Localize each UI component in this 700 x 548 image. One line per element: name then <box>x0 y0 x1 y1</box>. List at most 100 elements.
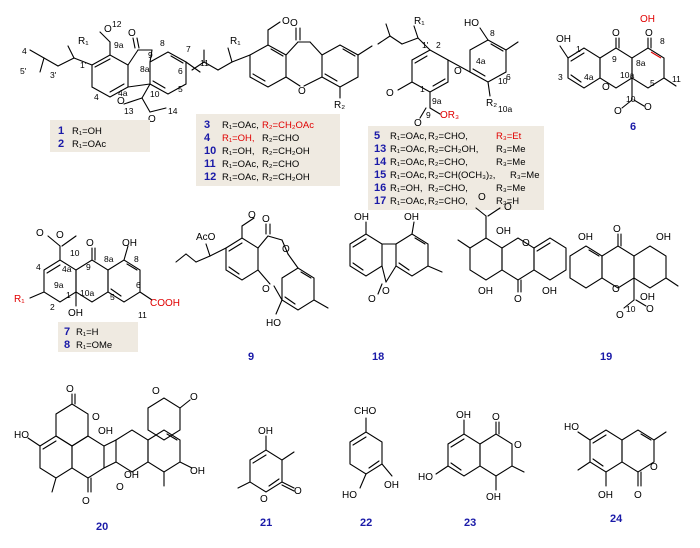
atom-o: O <box>645 28 653 39</box>
atom-o: O <box>148 114 156 125</box>
substituent-text: R₂=CH₂OAc <box>262 120 314 131</box>
atom-oh: OH <box>354 212 369 223</box>
substituent-text: R₁=H <box>76 327 99 338</box>
substituent-text: R₁=OAc, <box>390 170 427 181</box>
atom-o: O <box>368 294 376 305</box>
atom-o: O <box>56 230 64 241</box>
compound-id-2: 2 <box>58 138 64 150</box>
compound-id-24: 24 <box>610 513 623 525</box>
substituent-box <box>58 322 138 352</box>
atom-o: O <box>613 224 621 235</box>
compound-id-18: 18 <box>372 351 384 363</box>
compound-id-15: 15 <box>374 169 386 181</box>
atom-number: 10a <box>620 70 634 80</box>
structure-3-4-10-11-12: O O O R₁ R₂ 3 R₁=OAc, R₂=CH₂OAc 4 R₁=OH,… <box>191 16 373 186</box>
atom-number: 6 <box>506 72 511 82</box>
atom-o: O <box>522 238 530 249</box>
atom-number: 11 <box>672 74 681 84</box>
structure-7-8: O O O OH R₁ OH COOH 10 4a 4 9 8a 8 9a 10… <box>14 228 180 352</box>
atom-number: 1 <box>576 44 581 54</box>
atom-number: 4a <box>62 264 72 274</box>
substituent-text: R₁=OMe <box>76 340 112 351</box>
atom-oh: OH <box>556 34 571 45</box>
atom-number: 9a <box>114 40 124 50</box>
atom-o: O <box>152 386 160 397</box>
atom-r1: R₁ <box>230 36 241 47</box>
atom-number: 1 <box>420 84 425 94</box>
atom-number: 1 <box>66 290 71 300</box>
atom-oh: OH <box>190 466 205 477</box>
structure-22: CHO HO OH 22 <box>342 406 399 529</box>
substituent-text: R₁=OH, <box>222 146 255 157</box>
atom-oh: OH <box>542 286 557 297</box>
atom-number: 10 <box>70 248 80 258</box>
substituent-box <box>368 126 544 210</box>
atom-o: O <box>66 384 74 395</box>
compound-id-5: 5 <box>374 130 380 142</box>
atom-o: O <box>116 482 124 493</box>
compound-id-7: 7 <box>64 326 70 338</box>
substituent-text: R₂=CH₂OH <box>262 146 310 157</box>
structure-18: OH OH O O 18 <box>349 212 443 363</box>
atom-r1: R₁ <box>414 16 425 27</box>
atom-oh: OH <box>478 286 493 297</box>
substituent-text: R₂=CH₂OH, <box>428 144 478 155</box>
substituent-text: R₁=OAc, <box>222 172 259 183</box>
atom-number: 3' <box>50 70 57 80</box>
compound-id-3: 3 <box>204 119 210 131</box>
atom-oh: OH <box>68 308 83 319</box>
atom-r2: R₂ <box>486 98 497 109</box>
atom-o: O <box>190 392 198 403</box>
substituent-text: R₁=OAc, <box>390 144 427 155</box>
atom-oh: OH <box>404 212 419 223</box>
compound-id-21: 21 <box>260 517 272 529</box>
atom-number: 12 <box>112 19 122 29</box>
compound-id-10: 10 <box>204 145 216 157</box>
atom-number: 9a <box>54 280 64 290</box>
atom-number: 10a <box>498 104 512 114</box>
atom-number: 4a <box>476 56 486 66</box>
atom-aco: AcO <box>196 232 216 243</box>
atom-ho: HO <box>342 490 357 501</box>
atom-number: 11 <box>138 310 147 320</box>
atom-o: O <box>478 192 486 203</box>
compound-id-23: 23 <box>464 517 476 529</box>
compound-id-14: 14 <box>374 156 387 168</box>
substituent-text: R₁=OAc, <box>390 157 427 168</box>
compound-id-8: 8 <box>64 339 70 351</box>
atom-number: 10a <box>80 288 94 298</box>
compound-id-9: 9 <box>248 351 254 363</box>
atom-number: 14 <box>168 106 178 116</box>
compound-id-12: 12 <box>204 171 216 183</box>
atom-o: O <box>290 18 298 29</box>
atom-number: 10 <box>150 89 160 99</box>
atom-number: 8 <box>160 38 165 48</box>
substituent-text: R₁=OAc <box>72 139 106 150</box>
atom-oh: OH <box>98 426 113 437</box>
compound-id-1: 1 <box>58 125 64 137</box>
atom-oh: OH <box>578 232 593 243</box>
atom-number: 4 <box>22 46 27 56</box>
compound-id-16: 16 <box>374 182 386 194</box>
compound-id-4: 4 <box>204 132 211 144</box>
substituent-text: R₃=Me <box>510 170 539 181</box>
structure-21: OH O O 21 <box>237 426 302 529</box>
atom-o: O <box>117 96 125 107</box>
atom-number: 8a <box>636 58 646 68</box>
substituent-text: R₂=CHO, <box>428 196 468 207</box>
substituent-text: R₂=CHO, <box>428 183 468 194</box>
atom-cooh: COOH <box>150 298 180 309</box>
atom-number: 6 <box>178 66 183 76</box>
atom-number: 5 <box>650 78 655 88</box>
atom-number: 2 <box>436 40 441 50</box>
atom-o: O <box>612 28 620 39</box>
compound-id-22: 22 <box>360 517 372 529</box>
atom-oh: OH <box>640 14 655 25</box>
atom-number: 4 <box>36 262 41 272</box>
atom-number: 8a <box>140 64 150 74</box>
substituent-text: R₃=Me <box>496 144 525 155</box>
atom-oh: OH <box>456 410 471 421</box>
substituent-text: R₂=CH(OCH₃)₂, <box>428 170 495 181</box>
compound-id-6: 6 <box>630 121 636 133</box>
